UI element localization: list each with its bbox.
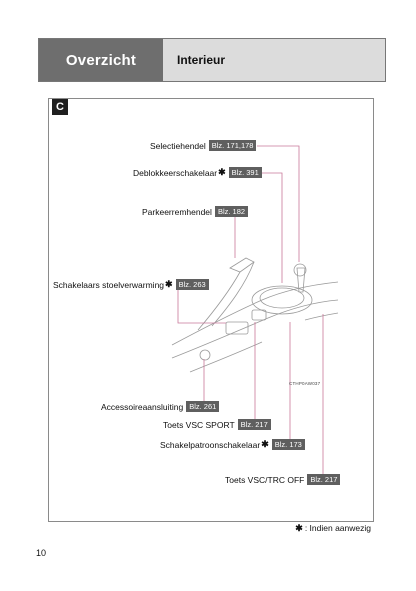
label-toets-vsc-trc-off: Toets VSC/TRC OFF Blz. 217	[225, 474, 341, 485]
label-deblokkeerschakelaar: Deblokkeerschakelaar ✱ Blz. 391	[133, 167, 262, 178]
page-ref-badge: Blz. 217	[307, 474, 341, 485]
optional-mark-icon: ✱	[165, 279, 173, 289]
page-ref-badge: Blz. 217	[237, 419, 271, 430]
leader-lines	[177, 145, 324, 480]
optional-mark-icon: ✱	[218, 167, 226, 177]
label-schakelaars-stoelverwarming: Schakelaars stoelverwarming ✱ Blz. 263	[53, 279, 209, 290]
label-selectiehendel: Selectiehendel Blz. 171,178	[150, 140, 257, 151]
image-code: CTHP0AW037	[289, 381, 321, 386]
page-ref-badge: Blz. 182	[214, 206, 249, 217]
label-schakelpatroonschakelaar: Schakelpatroonschakelaar ✱ Blz. 173	[160, 439, 305, 450]
page-ref-badge: Blz. 391	[228, 167, 262, 178]
footnote: ✱: Indien aanwezig	[295, 523, 371, 533]
page-ref-badge: Blz. 171,178	[208, 140, 257, 151]
header-section-tab: Overzicht	[39, 39, 163, 81]
label-parkeerremhendel: Parkeerremhendel Blz. 182	[142, 206, 249, 217]
optional-mark-icon: ✱	[295, 523, 303, 533]
console-drawing	[171, 257, 339, 373]
page-ref-badge: Blz. 261	[186, 401, 220, 412]
optional-mark-icon: ✱	[261, 439, 269, 449]
label-accessoireaansluiting: Accessoireaansluiting Blz. 261	[101, 401, 220, 412]
page-ref-badge: Blz. 263	[175, 279, 209, 290]
page-number: 10	[36, 548, 47, 558]
header-title: Interieur	[177, 53, 226, 67]
section-badge: C	[52, 99, 68, 115]
illustration-frame	[48, 98, 374, 522]
page-header: Overzicht Interieur	[38, 38, 386, 82]
label-toets-vsc-sport: Toets VSC SPORT Blz. 217	[163, 419, 271, 430]
page-ref-badge: Blz. 173	[271, 439, 305, 450]
